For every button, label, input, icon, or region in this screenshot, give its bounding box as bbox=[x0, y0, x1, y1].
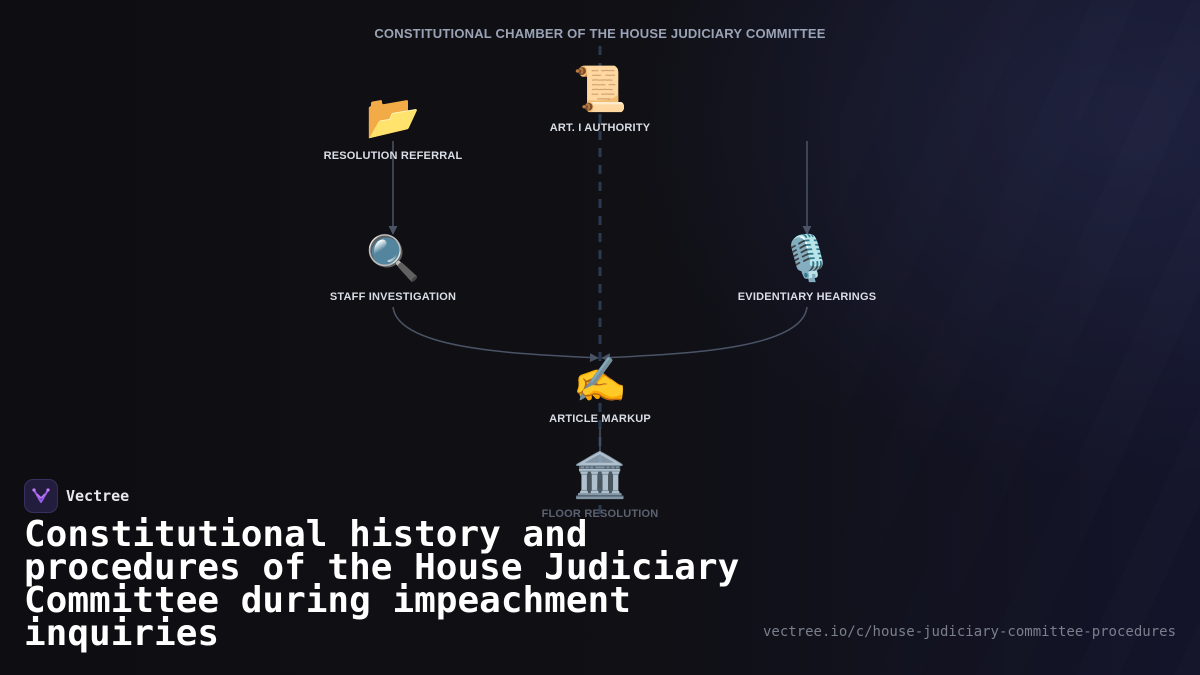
edge-investigation-to-markup bbox=[392, 306, 599, 363]
node-label: ART. I AUTHORITY bbox=[549, 122, 651, 134]
node-label: RESOLUTION REFERRAL bbox=[323, 150, 463, 162]
open-folder-icon: 📂 bbox=[365, 93, 421, 142]
node-label: FLOOR RESOLUTION bbox=[541, 508, 659, 520]
vectree-logo-mark bbox=[32, 488, 50, 503]
edge-hearings-to-markup bbox=[601, 306, 808, 363]
node-art-i-authority: 📜 ART. I AUTHORITY bbox=[490, 64, 710, 134]
brand-name: Vectree bbox=[66, 487, 130, 505]
diagram-title: CONSTITUTIONAL CHAMBER OF THE HOUSE JUDI… bbox=[374, 26, 826, 41]
node-label: EVIDENTIARY HEARINGS bbox=[737, 291, 877, 303]
magnifier-icon: 🔍 bbox=[365, 234, 421, 283]
scroll-icon: 📜 bbox=[572, 65, 628, 114]
classical-building-icon: 🏛️ bbox=[572, 451, 628, 500]
brand[interactable]: Vectree bbox=[24, 479, 129, 513]
node-staff-investigation: 🔍 STAFF INVESTIGATION bbox=[283, 233, 503, 303]
node-evidentiary-hearings: 🎙️ EVIDENTIARY HEARINGS bbox=[697, 233, 917, 303]
node-label: ARTICLE MARKUP bbox=[549, 413, 651, 425]
microphone-icon: 🎙️ bbox=[779, 234, 835, 283]
node-article-markup: ✍️ ARTICLE MARKUP bbox=[490, 355, 710, 425]
vectree-logo-icon bbox=[24, 479, 58, 513]
node-label: STAFF INVESTIGATION bbox=[329, 291, 457, 303]
node-floor-resolution: 🏛️ FLOOR RESOLUTION bbox=[490, 450, 710, 520]
page-url[interactable]: vectree.io/c/house-judiciary-committee-p… bbox=[762, 624, 1176, 640]
writing-hand-icon: ✍️ bbox=[572, 356, 628, 405]
page-headline: Constitutional history and procedures of… bbox=[24, 514, 740, 654]
node-resolution-referral: 📂 RESOLUTION REFERRAL bbox=[283, 92, 503, 162]
